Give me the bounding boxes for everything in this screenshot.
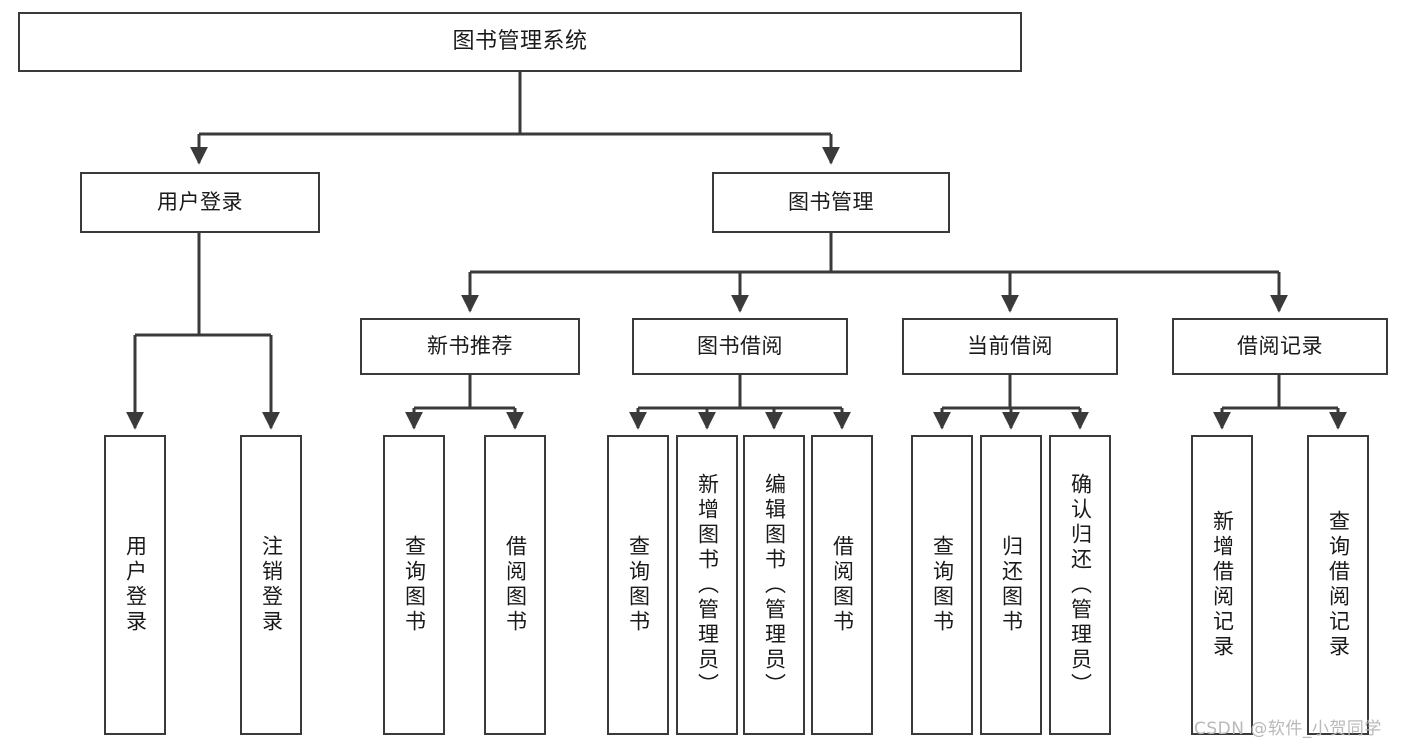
- leaf-borrow-book[interactable]: 借阅图书: [811, 435, 873, 735]
- node-label: 用户登录: [123, 535, 148, 635]
- node-label: 当前借阅: [967, 333, 1053, 358]
- node-label: 查询图书: [402, 535, 427, 635]
- node-borrow-record[interactable]: 借阅记录: [1172, 318, 1388, 375]
- node-label: 归还图书: [999, 535, 1024, 635]
- node-label: 借阅记录: [1237, 333, 1323, 358]
- node-current-borrow[interactable]: 当前借阅: [902, 318, 1118, 375]
- leaf-query-book-borrow[interactable]: 查询图书: [607, 435, 669, 735]
- node-label: 编辑图书（管理员）: [762, 472, 787, 698]
- node-label: 图书管理系统: [452, 28, 588, 54]
- leaf-edit-book-admin[interactable]: 编辑图书（管理员）: [743, 435, 805, 735]
- watermark-text: CSDN @软件_小贺同学: [1194, 719, 1382, 739]
- node-label: 查询图书: [930, 535, 955, 635]
- node-label: 新增借阅记录: [1210, 510, 1235, 660]
- node-label: 查询借阅记录: [1326, 510, 1351, 660]
- node-root-system[interactable]: 图书管理系统: [18, 12, 1022, 72]
- node-label: 用户登录: [157, 189, 243, 214]
- leaf-query-borrow-record[interactable]: 查询借阅记录: [1307, 435, 1369, 735]
- node-book-borrow[interactable]: 图书借阅: [632, 318, 848, 375]
- node-label: 借阅图书: [503, 535, 528, 635]
- node-label: 借阅图书: [830, 535, 855, 635]
- node-new-book-recommend[interactable]: 新书推荐: [360, 318, 580, 375]
- node-label: 图书借阅: [697, 333, 783, 358]
- node-label: 确认归还（管理员）: [1068, 472, 1093, 698]
- leaf-logout[interactable]: 注销登录: [240, 435, 302, 735]
- leaf-add-book-admin[interactable]: 新增图书（管理员）: [676, 435, 738, 735]
- node-label: 图书管理: [788, 189, 874, 214]
- node-book-management[interactable]: 图书管理: [712, 172, 950, 233]
- node-label: 查询图书: [626, 535, 651, 635]
- leaf-add-borrow-record[interactable]: 新增借阅记录: [1191, 435, 1253, 735]
- leaf-query-book-current[interactable]: 查询图书: [911, 435, 973, 735]
- leaf-user-login[interactable]: 用户登录: [104, 435, 166, 735]
- leaf-query-book-recommend[interactable]: 查询图书: [383, 435, 445, 735]
- leaf-confirm-return-admin[interactable]: 确认归还（管理员）: [1049, 435, 1111, 735]
- node-label: 新增图书（管理员）: [695, 472, 720, 698]
- node-user-login[interactable]: 用户登录: [80, 172, 320, 233]
- leaf-return-book[interactable]: 归还图书: [980, 435, 1042, 735]
- leaf-borrow-book-recommend[interactable]: 借阅图书: [484, 435, 546, 735]
- node-label: 注销登录: [259, 535, 284, 635]
- node-label: 新书推荐: [427, 333, 513, 358]
